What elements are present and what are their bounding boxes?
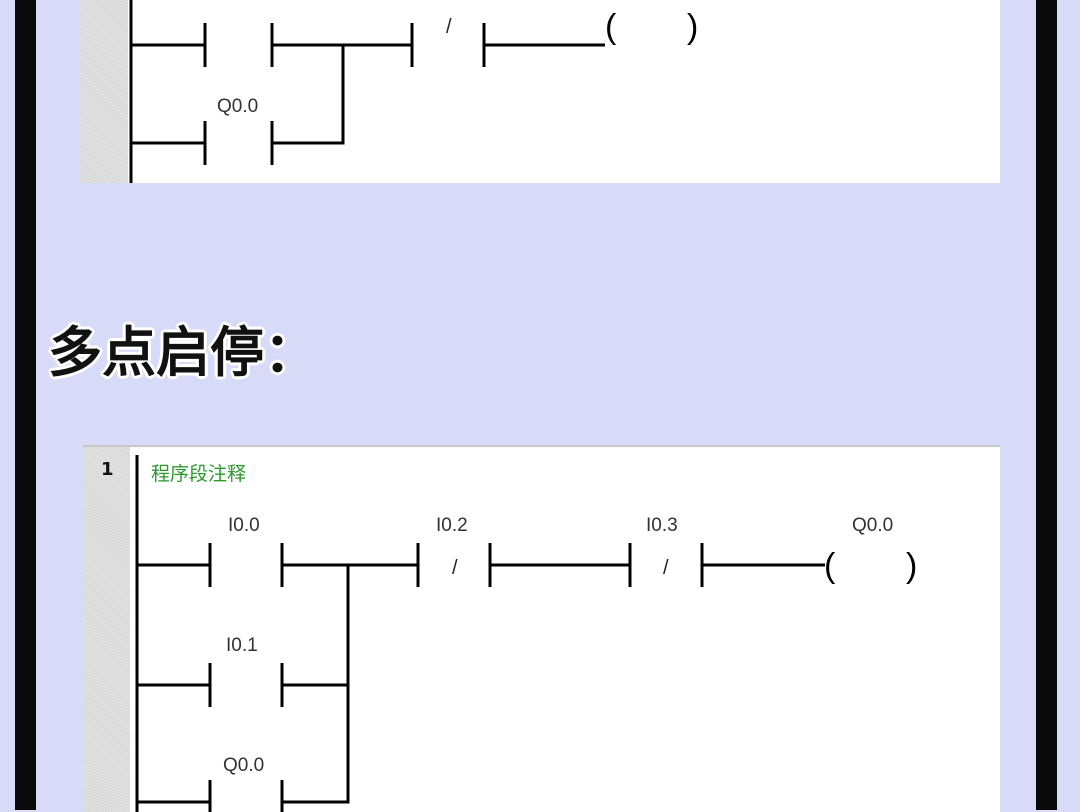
contact-i01-right [280, 663, 348, 707]
coil-open: ( [605, 8, 617, 46]
bottom-ladder-panel: 1 程序段注释 / / ( ) I0.0 I0.2 I0.3 Q0.0 I0.1… [83, 445, 1000, 812]
nc-contact-right-plate [482, 23, 605, 67]
section-title: 多点启停： [48, 321, 318, 384]
branch-contact-left [131, 121, 207, 165]
network-comment[interactable]: 程序段注释 [151, 463, 247, 485]
network-gutter [80, 0, 128, 183]
label-q00: Q0.0 [223, 755, 264, 776]
nc-slash: / [446, 16, 452, 38]
bottom-ladder-diagram: / / ( ) I0.0 I0.2 I0.3 Q0.0 I0.1 Q0.0 [135, 455, 917, 812]
label-i03: I0.3 [646, 515, 678, 536]
contact-i01-left [137, 663, 212, 707]
label-i01: I0.1 [226, 635, 258, 656]
network-gutter [83, 447, 130, 812]
coil-close: ) [906, 547, 917, 585]
right-frame-bar [1036, 0, 1057, 810]
top-ladder-diagram: / ( ) Q0.0 [129, 0, 698, 183]
top-ladder-panel: / ( ) Q0.0 [80, 0, 1000, 183]
coil-close: ) [687, 8, 698, 46]
label-i02: I0.2 [436, 515, 468, 536]
left-frame-bar [15, 0, 36, 810]
contact-i00-right [280, 543, 420, 587]
label-i00: I0.0 [228, 515, 260, 536]
network-number: 1 [101, 459, 114, 480]
label-coil-q00: Q0.0 [852, 515, 893, 536]
contact-q00-left [137, 780, 212, 812]
contact-q00-right [280, 565, 350, 812]
contact-i02-right [488, 543, 632, 587]
nc-slash-i02: / [452, 557, 458, 579]
contact-label: Q0.0 [217, 96, 258, 117]
branch-contact-right [270, 45, 345, 165]
contact-left-plate [131, 23, 207, 67]
contact-i03-right [700, 543, 825, 587]
contact-i00-left [137, 543, 212, 587]
coil-open: ( [824, 547, 836, 585]
nc-slash-i03: / [663, 557, 669, 579]
